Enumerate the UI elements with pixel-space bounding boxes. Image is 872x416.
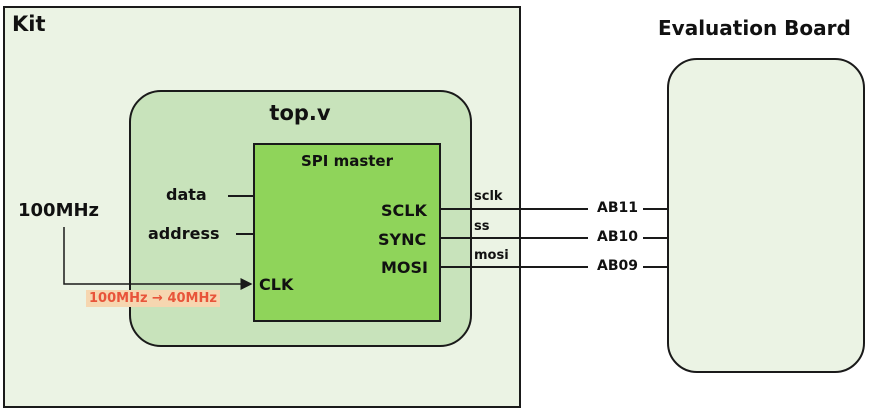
data-port-label: data [166, 185, 207, 204]
sclk-signal-label: sclk [474, 189, 503, 204]
clock-input-wire [63, 227, 253, 290]
ss-signal-label: ss [474, 219, 490, 234]
evaluation-board-box [667, 58, 865, 373]
pin-ab10-label: AB10 [597, 229, 638, 245]
spi-master-box [253, 143, 441, 322]
mosi-signal-label: mosi [474, 248, 509, 263]
top-module-label: top.v [269, 101, 331, 125]
clock-conversion-note: 100MHz → 40MHz [86, 290, 220, 307]
kit-label: Kit [12, 12, 46, 36]
evaluation-board-label: Evaluation Board [658, 16, 851, 40]
spi-master-label: SPI master [300, 152, 394, 170]
sclk-port-label: SCLK [381, 201, 427, 220]
sync-port-label: SYNC [378, 230, 427, 249]
clock-source-label: 100MHz [18, 200, 100, 221]
address-port-label: address [148, 224, 220, 243]
mosi-port-label: MOSI [381, 258, 428, 277]
pin-ab09-label: AB09 [597, 258, 638, 274]
pin-ab11-label: AB11 [597, 200, 638, 216]
clk-port-label: CLK [259, 275, 294, 294]
